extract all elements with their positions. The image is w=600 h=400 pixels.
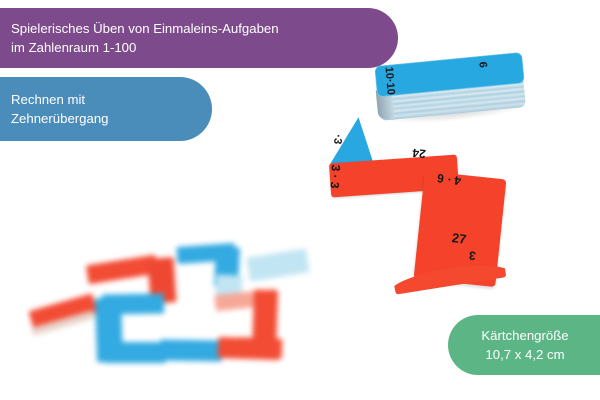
card-bar-left [328,154,460,198]
card-size-line-1: Kärtchengröße [481,327,569,343]
blurred-card-edge [31,310,95,336]
blurred-card [217,336,281,361]
title-banner: Spielerisches Üben von Einmaleins-Aufgab… [0,8,398,68]
card-bar-vertical-top-label: 4 · 6 [436,170,462,188]
card-stack-top-label: 10·10 [382,66,397,96]
blurred-card [85,254,159,285]
blurred-card [237,337,283,359]
blurred-card [215,274,243,298]
subtitle-banner: Rechnen mit Zehnerübergang [0,77,212,141]
card-bar-vertical [413,171,507,287]
subtitle-line-2: Zehnerübergang [11,111,109,126]
foreground-card-arrangement: 10·10 6 ·3 3 · 3 24 4 · 6 27 3 [315,52,545,295]
blurred-card [147,257,177,304]
blurred-card [101,293,165,315]
blurred-card [251,289,279,355]
card-stack-top-right-label: 6 [476,61,489,69]
blurred-card [214,288,278,312]
card-bar-left-label: 3 · 3 [327,164,343,189]
card-stack-left-edge [375,90,395,121]
card-bar-vertical-bottom-label: 27 [450,230,468,247]
blurred-card [246,248,310,282]
blurred-card [159,339,223,362]
title-line-2: im Zahlenraum 1-100 [11,40,137,55]
card-size-line-2: 10,7 x 4,2 cm [485,347,565,362]
card-size-badge: Kärtchengröße 10,7 x 4,2 cm [448,315,600,375]
blurred-card [104,342,166,363]
card-sliver-bottom-label: 3 [468,248,477,263]
card-triangle-blue-label: ·3 [331,133,344,145]
subtitle-line-1: Rechnen mit [11,91,86,107]
card-stack-edges [377,77,526,121]
blurred-card-arrangement [28,242,310,380]
blurred-card [28,293,98,331]
title-line-1: Spielerisches Üben von Einmaleins-Aufgab… [11,20,279,36]
blurred-card [213,246,241,288]
blurred-card [176,242,236,265]
card-stack-top [374,52,525,98]
card-stack-shadow [383,102,526,128]
blurred-card [94,297,124,363]
card-triangle-blue [329,115,378,168]
card-sliver-bottom [392,251,507,294]
card-bar-top-label: 24 [411,145,427,161]
card-stack: 10·10 6 [374,52,527,128]
